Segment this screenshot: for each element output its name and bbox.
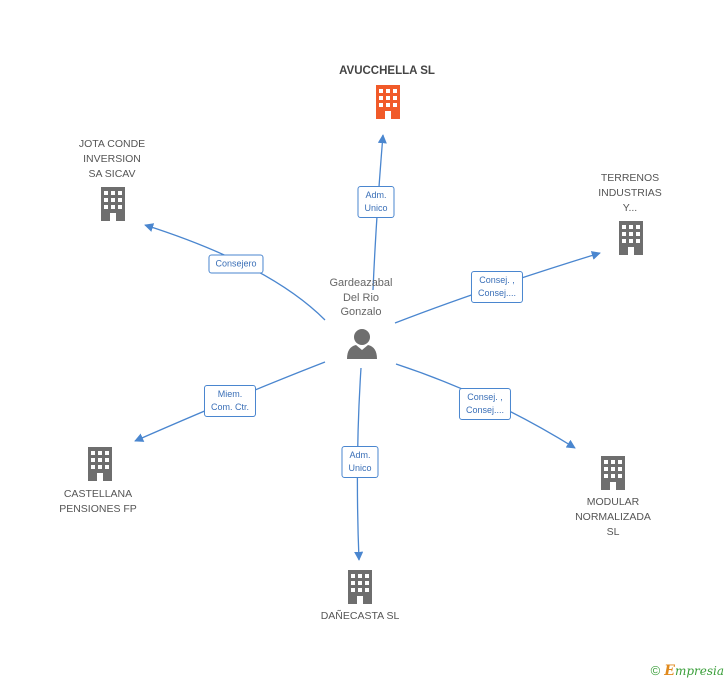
building-icon[interactable] <box>101 187 125 221</box>
role-badge-danecasta[interactable]: Adm. Unico <box>341 446 379 478</box>
person-icon[interactable] <box>347 329 377 359</box>
footer-brand[interactable]: ©Empresia <box>651 663 724 679</box>
building-icon[interactable] <box>376 85 400 119</box>
company-label-terrenos[interactable]: TERRENOS INDUSTRIAS Y... <box>598 172 662 214</box>
company-label-danecasta[interactable]: DAÑECASTA SL <box>320 610 400 622</box>
role-badge-avucchella[interactable]: Adm. Unico <box>357 186 395 218</box>
brand-logo: Empresia <box>664 663 724 679</box>
person-name-label[interactable]: Gardeazabal Del Rio Gonzalo <box>329 277 393 318</box>
role-badge-modular[interactable]: Consej. , Consej.... <box>458 388 512 420</box>
building-icon[interactable] <box>619 221 643 255</box>
role-badge-jota-conde[interactable]: Consejero <box>208 254 264 274</box>
building-icon[interactable] <box>348 570 372 604</box>
role-badge-castellana[interactable]: Miem. Com. Ctr. <box>203 385 257 417</box>
company-label-castellana[interactable]: CASTELLANA PENSIONES FP <box>59 488 137 515</box>
building-icon[interactable] <box>601 456 625 490</box>
company-label-modular[interactable]: MODULAR NORMALIZADA SL <box>575 496 651 538</box>
company-label-jota-conde[interactable]: JOTA CONDE INVERSION SA SICAV <box>78 138 146 180</box>
company-label-avucchella[interactable]: AVUCCHELLA SL <box>339 65 435 77</box>
copyright-icon: © <box>650 663 661 678</box>
building-icon[interactable] <box>88 447 112 481</box>
role-badge-terrenos[interactable]: Consej. , Consej.... <box>470 271 524 303</box>
